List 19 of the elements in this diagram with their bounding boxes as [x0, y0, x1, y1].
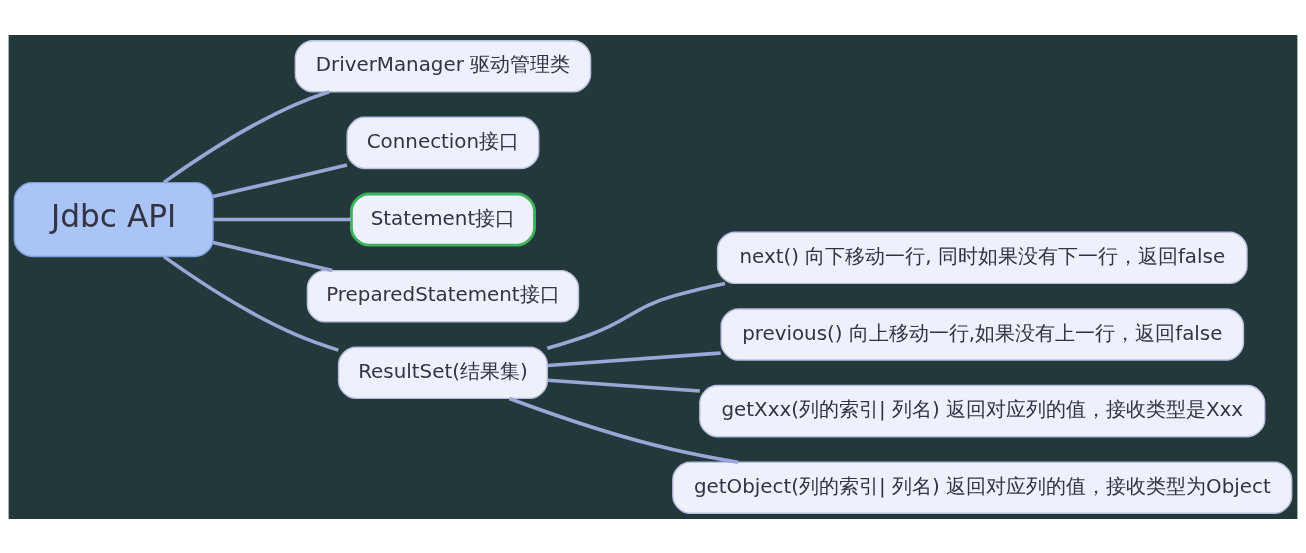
connector	[212, 240, 333, 272]
node-box: ResultSet(结果集)	[337, 346, 548, 399]
node-box: Jdbc API	[13, 181, 214, 257]
node-box: Connection接口	[346, 116, 540, 169]
node-box: getXxx(列的索引| 列名) 返回对应列的值，接收类型是Xxx	[699, 384, 1266, 437]
node-box: getObject(列的索引| 列名) 返回对应列的值，接收类型为Object	[672, 461, 1293, 514]
connector	[213, 217, 351, 221]
connector	[546, 281, 726, 350]
connector	[508, 396, 739, 464]
node-box: previous() 向上移动一行,如果没有上一行，返回false	[720, 307, 1245, 361]
node-box: PreparedStatement接口	[306, 269, 580, 322]
connector	[547, 350, 721, 367]
node-box: next() 向下移动一行, 同时如果没有下一行，返回false	[716, 231, 1248, 284]
connector	[547, 377, 700, 393]
connector	[162, 89, 330, 184]
node-box: Statement接口	[349, 192, 536, 246]
connector	[162, 254, 339, 352]
connector	[212, 162, 348, 198]
node-box: DriverManager 驱动管理类	[294, 39, 592, 92]
